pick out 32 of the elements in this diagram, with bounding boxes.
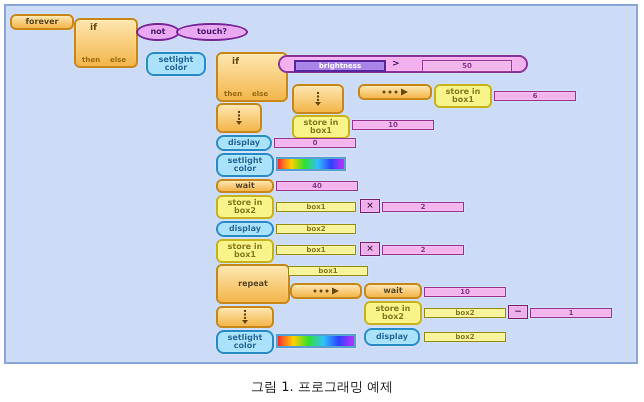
color-picker-picture xyxy=(276,334,356,348)
store-block: store in box1 xyxy=(292,115,350,139)
operator-block: × xyxy=(360,199,380,213)
setlight-block: setlight color xyxy=(216,153,274,177)
display-block: display xyxy=(364,328,420,346)
repeat-block: repeat xyxy=(216,264,290,304)
operator-block: − xyxy=(508,305,528,319)
wait-block: wait xyxy=(216,179,274,193)
arrow-block xyxy=(216,306,274,328)
setlight-block: setlight color xyxy=(216,330,274,354)
store-block: store in box2 xyxy=(216,195,274,219)
arrow-block xyxy=(292,84,344,114)
forever-block: forever xyxy=(10,14,74,30)
store-block: store in box1 xyxy=(434,84,492,108)
arrow-block xyxy=(358,84,432,100)
block-label: if xyxy=(90,24,98,32)
compare-block xyxy=(278,55,528,73)
store-block: store in box2 xyxy=(364,301,422,325)
if-block xyxy=(216,52,288,102)
color-picker-picture xyxy=(276,157,346,171)
store-block: store in box1 xyxy=(216,239,274,263)
arrow-block xyxy=(290,283,362,299)
wait-block: wait xyxy=(364,283,422,299)
operator-block: × xyxy=(360,242,380,256)
figure-caption: 그림 1. 프로그래밍 예제 xyxy=(250,379,394,396)
block-label: > xyxy=(392,60,400,68)
display-block: display xyxy=(216,221,274,237)
display-block: display xyxy=(216,135,272,151)
setlight-block: setlight color xyxy=(146,52,206,76)
arrow-block xyxy=(216,103,262,133)
block-label: if xyxy=(232,58,240,66)
if-block xyxy=(74,18,138,68)
